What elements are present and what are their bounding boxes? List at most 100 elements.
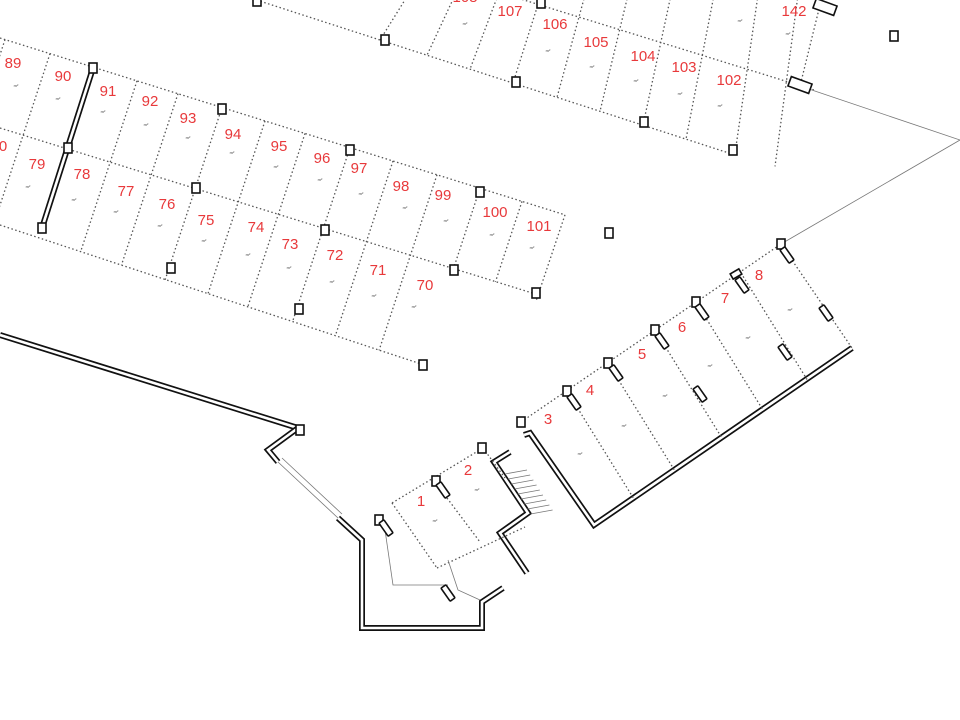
parking-space-number: 72 [327,247,344,264]
column-marker [889,30,899,42]
pillar-marker [818,304,834,322]
column-marker [531,287,541,299]
column-marker [191,182,201,194]
upper-block-middle-line [521,0,816,91]
space-divider [120,93,179,266]
parking-space-number: 93 [180,110,197,127]
stair-step [520,494,544,500]
parking-space-number: 142 [781,3,806,20]
column-marker [252,0,262,7]
parking-space-number: 94 [225,126,242,143]
exterior-wall [523,345,854,530]
column-marker [217,103,227,115]
space-divider [379,0,406,41]
parking-space-number: 74 [248,219,265,236]
window-line [277,461,339,519]
main-block-bottom-line [0,224,426,366]
column-marker [477,442,487,454]
parking-space-number: 103 [671,59,696,76]
parking-space-number: 91 [100,83,117,100]
area-annotation: m² [318,177,323,182]
parking-space-number: 101 [526,218,551,235]
parking-space-number: 6 [678,319,686,336]
area-annotation: m² [230,150,235,155]
stair-step [517,489,540,495]
column-marker [562,385,572,397]
parking-space-number: 5 [638,346,646,363]
stair-step [504,469,528,475]
area-annotation: m² [101,109,106,114]
area-annotation: m² [590,64,595,69]
area-annotation: m² [634,78,639,83]
exterior-wall-inner [266,426,299,463]
main-block-top-line [0,37,566,216]
column-marker [536,0,546,9]
column-marker [511,76,521,88]
area-annotation: m² [490,232,495,237]
column-marker [650,324,660,336]
area-annotation: m² [718,103,723,108]
pillar-marker [734,276,750,294]
space-divider [426,0,454,56]
pillar-marker [694,303,710,321]
stair-step [524,499,547,505]
column-marker [603,357,613,369]
space-divider [599,0,628,112]
column-marker [345,144,355,156]
space-divider [695,301,764,410]
parking-space-number: 92 [142,93,159,110]
parking-space-number: 71 [370,262,387,279]
column-marker [786,75,814,95]
column-marker [811,0,839,17]
area-annotation: m² [788,307,793,312]
column-marker [604,227,614,239]
parking-space-number: 108 [452,0,477,6]
stair-step [508,474,531,480]
drive-line [780,139,960,245]
area-annotation: m² [72,197,77,202]
area-annotation: m² [359,191,364,196]
pillar-marker [608,364,624,382]
area-annotation: m² [114,209,119,214]
column-marker [449,264,459,276]
space-divider [685,0,714,140]
window-line [281,457,343,515]
area-annotation: m² [530,245,535,250]
pillar-marker [435,481,451,499]
parking-space-number: 2 [464,462,472,479]
parking-space-number: 99 [435,187,452,204]
area-annotation: m² [202,238,207,243]
space-divider [512,0,541,84]
space-divider [291,147,351,323]
area-annotation: m² [14,83,19,88]
area-annotation: m² [372,293,377,298]
space-divider [0,53,51,208]
column-marker [295,424,305,436]
space-divider [774,0,798,167]
pillar-marker [566,393,582,411]
exterior-wall-inner [523,346,853,527]
column-marker [418,359,428,371]
area-annotation: m² [246,252,251,257]
parking-space-number: 79 [29,156,46,173]
stair-step [511,479,534,485]
pillar-marker [779,246,795,264]
area-annotation: m² [412,304,417,309]
space-divider [247,133,306,308]
parking-space-number: 95 [271,138,288,155]
area-annotation: m² [786,31,791,36]
space-divider [334,160,394,337]
parking-space-number: 97 [351,160,368,177]
area-annotation: m² [463,21,468,26]
area-annotation: m² [403,205,408,210]
area-annotation: m² [274,164,279,169]
area-annotation: m² [186,135,191,140]
stair-step [514,484,537,490]
area-annotation: m² [433,518,438,523]
area-annotation: m² [622,423,627,428]
area-annotation: m² [330,279,335,284]
parking-space-number: 100 [482,204,507,221]
parking-space-number: 104 [630,48,655,65]
area-annotation: m² [475,487,480,492]
